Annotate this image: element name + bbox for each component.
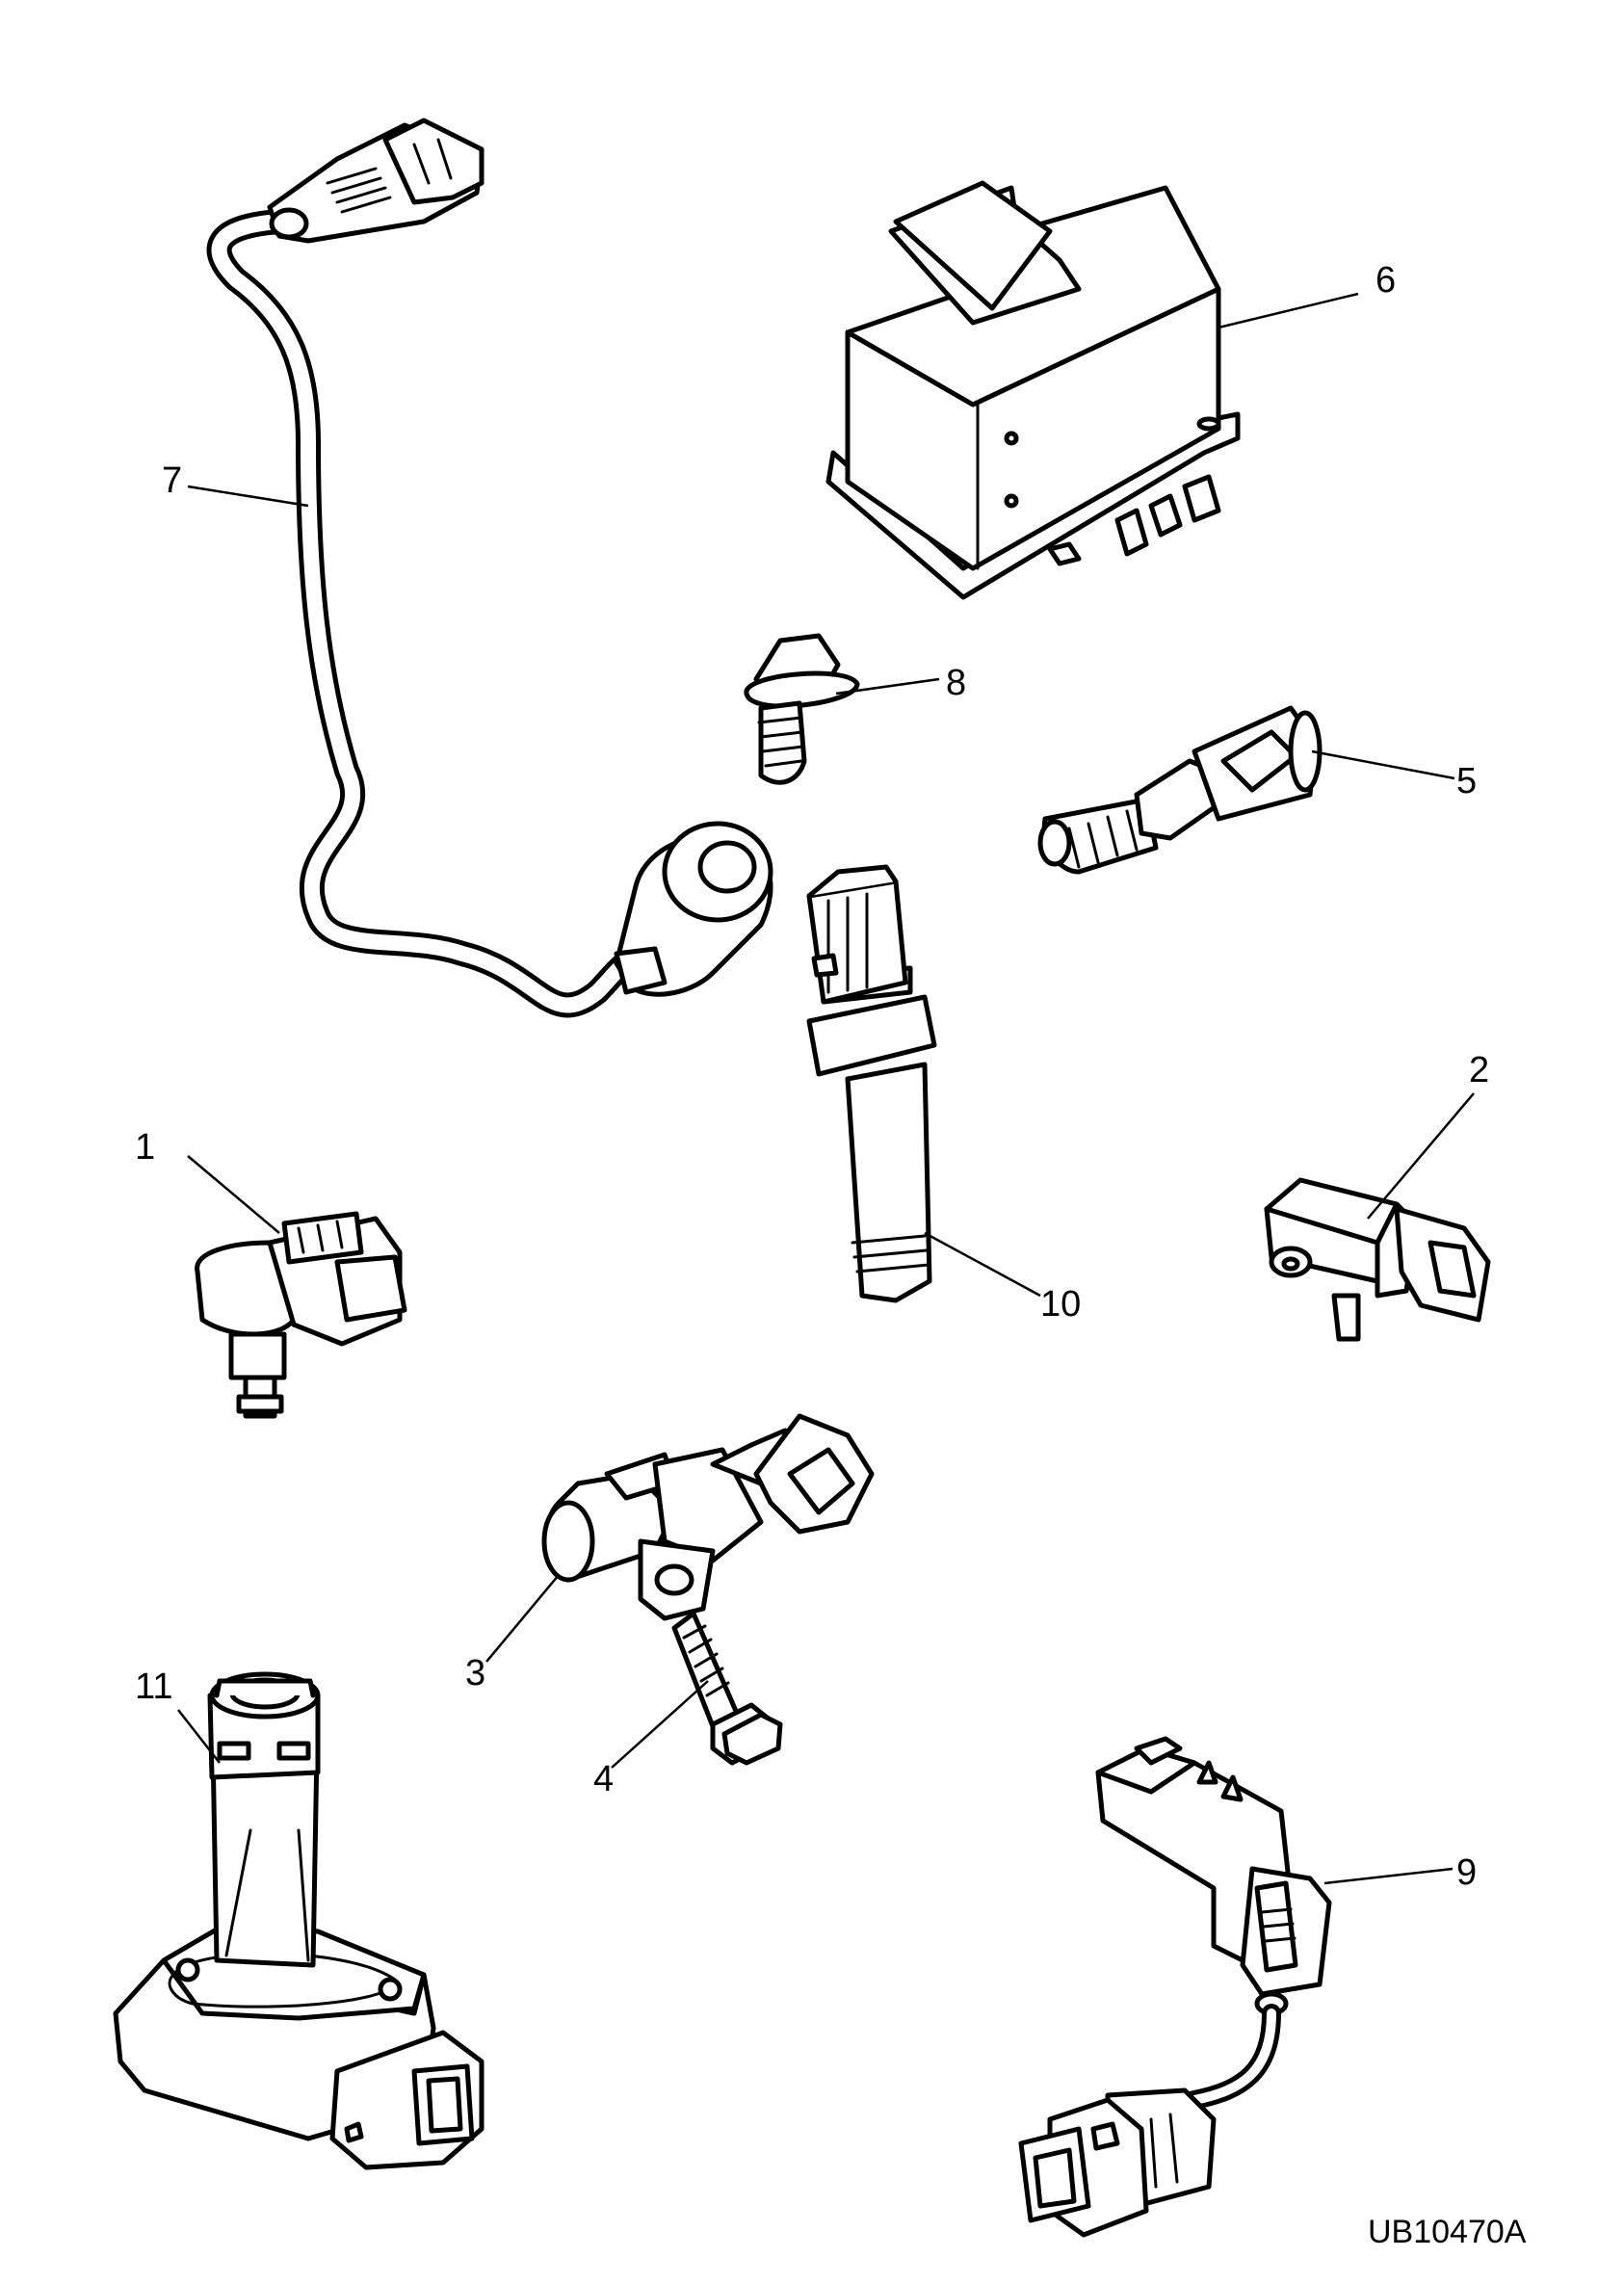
part-11-oil-level-sensor	[113, 1671, 485, 2170]
callout-2: 2	[1469, 1050, 1490, 1090]
callout-11: 11	[135, 1667, 173, 1707]
leader-3	[485, 1574, 560, 1663]
leader-9	[1323, 1867, 1454, 1885]
part-3-speed-sensor	[541, 1413, 875, 1621]
leader-11	[177, 1709, 221, 1764]
leader-6	[1218, 292, 1359, 329]
leader-2	[1367, 1092, 1475, 1220]
part-10-long-sensor	[806, 864, 937, 1303]
callout-5: 5	[1456, 761, 1478, 801]
leader-5	[1311, 749, 1455, 780]
callout-4: 4	[593, 1759, 615, 1799]
part-6-relay-module	[825, 180, 1241, 600]
callout-8: 8	[946, 663, 967, 703]
leader-1	[187, 1155, 280, 1234]
callout-6: 6	[1375, 260, 1397, 301]
leader-8	[835, 677, 940, 696]
callout-9: 9	[1456, 1852, 1478, 1893]
part-7-knock-sensor	[206, 118, 773, 1018]
callout-10: 10	[1040, 1284, 1082, 1325]
part-4-bolt	[671, 1611, 783, 1766]
leader-7	[187, 485, 309, 508]
callout-7: 7	[162, 460, 183, 501]
part-5-temperature-sensor	[1037, 705, 1323, 875]
leader-10	[924, 1231, 1041, 1298]
leader-lines	[177, 292, 1475, 1885]
part-2-map-sensor	[1264, 1177, 1491, 1342]
callout-1: 1	[135, 1127, 156, 1168]
leader-4	[611, 1680, 709, 1769]
part-1-position-sensor	[195, 1211, 407, 1419]
part-8-bolt	[744, 633, 860, 785]
callout-3: 3	[465, 1653, 486, 1693]
part-9-sensor-with-pigtail	[1018, 1736, 1332, 2238]
reference-code: UB10470A	[1368, 2214, 1527, 2250]
